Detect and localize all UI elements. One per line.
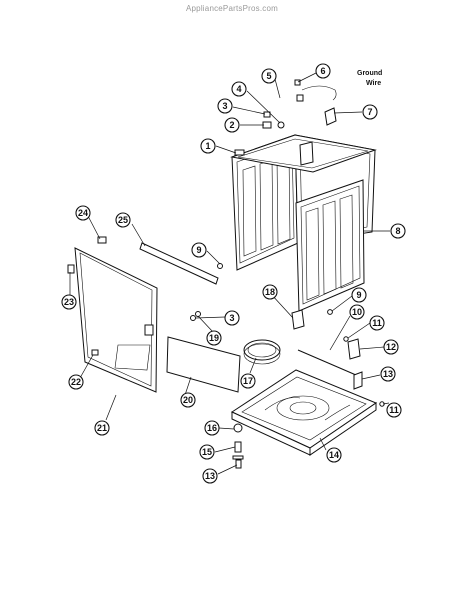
- callout-24-text: 24: [78, 208, 88, 218]
- callout-23: 23: [61, 294, 77, 310]
- top-hardware: [234, 79, 337, 156]
- callout-14: 14: [326, 447, 342, 463]
- callout-19-text: 19: [209, 333, 219, 343]
- callout-4-text: 4: [236, 84, 241, 94]
- callout-2-text: 2: [229, 120, 234, 130]
- callout-18: 18: [262, 284, 278, 300]
- callout-10-text: 10: [352, 307, 362, 317]
- callout-11-lower-text: 11: [389, 405, 399, 415]
- callout-20: 20: [180, 392, 196, 408]
- callout-22: 22: [68, 374, 84, 390]
- door-clip: [67, 264, 75, 274]
- base-frame: [230, 369, 378, 456]
- callout-8-text: 8: [395, 226, 400, 236]
- callout-14-text: 14: [329, 450, 339, 460]
- callout-3-text: 3: [222, 101, 227, 111]
- callout-19: 19: [206, 330, 222, 346]
- callout-25-text: 25: [118, 215, 128, 225]
- callout-5: 5: [261, 68, 277, 84]
- callout-13-right: 13: [380, 366, 396, 382]
- callout-9-lower: 9: [351, 287, 367, 303]
- leader-lines: [69, 71, 390, 475]
- callout-8: 8: [390, 223, 406, 239]
- callout-10: 10: [349, 304, 365, 320]
- ground-wire-label-line2: Wire: [366, 80, 381, 87]
- callout-13-left: 13: [202, 468, 218, 484]
- callout-16: 16: [204, 420, 220, 436]
- callout-11-upper-text: 11: [372, 318, 382, 328]
- rod-bracket: [347, 338, 361, 360]
- callout-9-lower-text: 9: [356, 290, 361, 300]
- callout-11-lower: 11: [386, 402, 402, 418]
- callout-16-text: 16: [207, 423, 217, 433]
- callout-7-text: 7: [367, 107, 372, 117]
- front-brace: [139, 242, 219, 285]
- callout-7: 7: [362, 104, 378, 120]
- callout-13-left-text: 13: [205, 471, 215, 481]
- callout-17: 17: [240, 373, 256, 389]
- callout-9-upper-text: 9: [196, 245, 201, 255]
- callout-25: 25: [115, 212, 131, 228]
- hinge-clip: [97, 236, 107, 244]
- front-panel: [74, 247, 158, 393]
- watermark: AppliancePartsPros.com: [186, 4, 278, 13]
- kick-panel: [166, 336, 241, 393]
- callout-4: 4: [231, 81, 247, 97]
- callout-6: 6: [315, 63, 331, 79]
- callout-15: 15: [199, 444, 215, 460]
- callout-24: 24: [75, 205, 91, 221]
- callout-2: 2: [224, 117, 240, 133]
- callout-12: 12: [383, 339, 399, 355]
- callout-21-text: 21: [97, 423, 107, 433]
- callout-11-upper: 11: [369, 315, 385, 331]
- callout-1-text: 1: [205, 141, 210, 151]
- cabinet-body: [230, 134, 377, 312]
- callout-21: 21: [94, 420, 110, 436]
- callout-9-upper: 9: [191, 242, 207, 258]
- callout-3: 3: [217, 98, 233, 114]
- callout-12-text: 12: [386, 342, 396, 352]
- ground-wire-label-line1: Ground: [357, 70, 382, 77]
- callout-5-text: 5: [266, 71, 271, 81]
- drive-ring: [243, 339, 281, 365]
- callout-15-text: 15: [202, 447, 212, 457]
- callout-22-text: 22: [71, 377, 81, 387]
- callout-1: 1: [200, 138, 216, 154]
- switch-bracket: [291, 309, 305, 330]
- callout-6-text: 6: [320, 66, 325, 76]
- callout-20-text: 20: [183, 395, 193, 405]
- callout-17-text: 17: [243, 376, 253, 386]
- callout-18-text: 18: [265, 287, 275, 297]
- callout-23-text: 23: [64, 297, 74, 307]
- callout-3-lower: 3: [224, 310, 240, 326]
- leveling-legs: [232, 423, 244, 469]
- callout-13-right-text: 13: [383, 369, 393, 379]
- callout-3-lower-text: 3: [229, 313, 234, 323]
